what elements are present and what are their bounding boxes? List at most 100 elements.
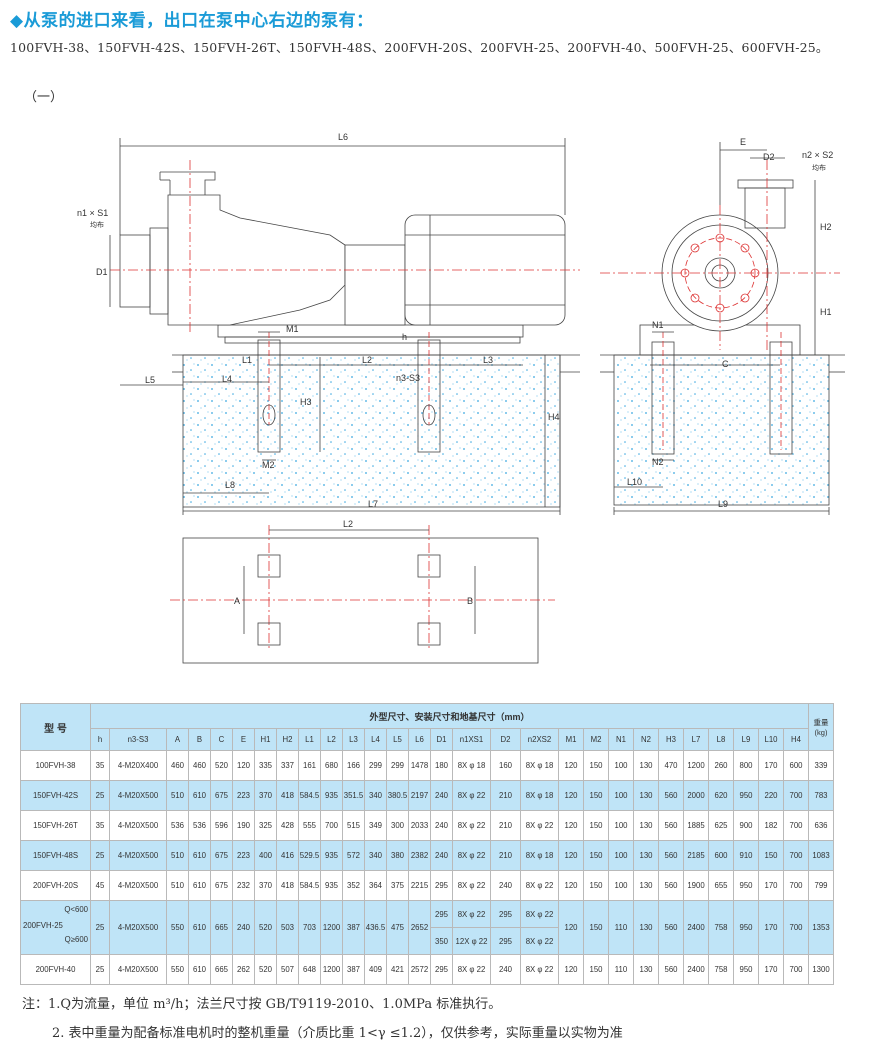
dim-H4: H4 [548,412,560,422]
table-cell: 1200 [683,750,709,781]
table-cell: 935 [320,840,343,871]
table-cell: 610 [188,870,211,901]
page-heading: ◆从泵的进口来看，出口在泵中心右边的泵有： [10,11,374,31]
table-cell: 436.5 [364,900,387,955]
table-cell: 2400 [683,900,709,955]
column-header: L7 [683,728,709,751]
table-cell: 421 [386,954,409,985]
dim-L2: L2 [362,355,372,365]
table-cell: 8X φ 22 [520,810,559,841]
table-cell-weight: 636 [808,810,834,841]
dim-H2: H2 [820,222,832,232]
table-cell: 515 [342,810,365,841]
table-cell: 8X φ 22 [520,954,559,985]
table-cell: 700 [783,810,809,841]
table-cell: 340 [364,780,387,811]
table-cell: 387 [342,900,365,955]
table-cell: 210 [490,810,521,841]
table-cell: 700 [783,840,809,871]
table-cell: 536 [166,810,189,841]
table-cell: 550 [166,954,189,985]
dim-E: E [740,137,746,147]
table-cell: 4-M20X500 [109,954,167,985]
column-header: H2 [276,728,299,751]
table-cell: 550 [166,900,189,955]
table-cell: 655 [708,870,734,901]
table-cell: 560 [658,810,684,841]
table-cell: 510 [166,840,189,871]
table-cell: 350 [430,927,453,955]
note-2: 2. 表中重量为配备标准电机时的整机重量（介质比重 1<γ ≤1.2），仅供参考… [52,1026,623,1041]
table-cell-weight: 1353 [808,900,834,955]
table-cell: 1900 [683,870,709,901]
column-header: M1 [558,728,584,751]
table-cell: 560 [658,900,684,955]
column-header: h [90,728,110,751]
flow-condition-low: Q<600 [64,905,88,914]
table-cell: 100 [608,750,634,781]
dim-L10: L10 [627,477,642,487]
plan-dim-L2: L2 [343,519,353,529]
table-cell: 935 [320,780,343,811]
table-cell: 610 [188,840,211,871]
table-row-model: 200FVH-20S [20,870,91,901]
dim-n3S3: n3-S3 [396,373,420,383]
note-1: 注：1.Q为流量，单位 m³/h；法兰尺寸按 GB/T9119-2010、1.0… [22,997,502,1012]
column-header: H3 [658,728,684,751]
table-row-model: 150FVH-42S [20,780,91,811]
model-list: 100FVH-38、150FVH-42S、150FVH-26T、150FVH-4… [10,40,829,55]
table-cell: 560 [658,780,684,811]
column-header: L3 [342,728,365,751]
table-cell: 2215 [408,870,431,901]
column-header: L5 [386,728,409,751]
table-cell: 299 [364,750,387,781]
table-cell: 520 [254,954,277,985]
table-cell: 4-M20X500 [109,810,167,841]
table-cell: 560 [658,840,684,871]
table-cell: 610 [188,780,211,811]
table-cell: 232 [232,870,255,901]
flow-condition-high: Q≥600 [64,935,88,944]
table-cell: 45 [90,870,110,901]
table-cell: 295 [430,954,453,985]
column-header: H1 [254,728,277,751]
table-cell: 2382 [408,840,431,871]
table-cell: 190 [232,810,255,841]
table-cell: 370 [254,780,277,811]
table-cell: 375 [386,870,409,901]
column-header: L2 [320,728,343,751]
table-cell: 8X φ 22 [452,780,491,811]
table-cell: 8X φ 22 [452,954,491,985]
table-cell: 510 [166,780,189,811]
table-cell: 160 [490,750,521,781]
table-cell: 325 [254,810,277,841]
table-cell: 700 [783,780,809,811]
table-row-model: 100FVH-38 [20,750,91,781]
table-cell: 418 [276,870,299,901]
table-cell: 100 [608,840,634,871]
table-cell: 150 [583,780,609,811]
table-cell: 520 [210,750,233,781]
column-header: L10 [758,728,784,751]
table-cell: 130 [633,780,659,811]
table-cell: 596 [210,810,233,841]
table-cell: 503 [276,900,299,955]
table-cell: 2000 [683,780,709,811]
table-cell: 364 [364,870,387,901]
table-cell: 680 [320,750,343,781]
table-cell: 349 [364,810,387,841]
table-cell: 100 [608,780,634,811]
table-cell: 950 [733,900,759,955]
column-header: H4 [783,728,809,751]
table-cell: 475 [386,900,409,955]
table-cell: 120 [558,870,584,901]
column-header: M2 [583,728,609,751]
table-cell-weight: 339 [808,750,834,781]
table-cell: 950 [733,780,759,811]
table-cell: 758 [708,954,734,985]
table-cell: 295 [490,900,521,928]
group-header: 外型尺寸、安装尺寸和地基尺寸（mm） [90,703,809,729]
dim-L8: L8 [225,480,235,490]
table-cell: 529.5 [298,840,321,871]
